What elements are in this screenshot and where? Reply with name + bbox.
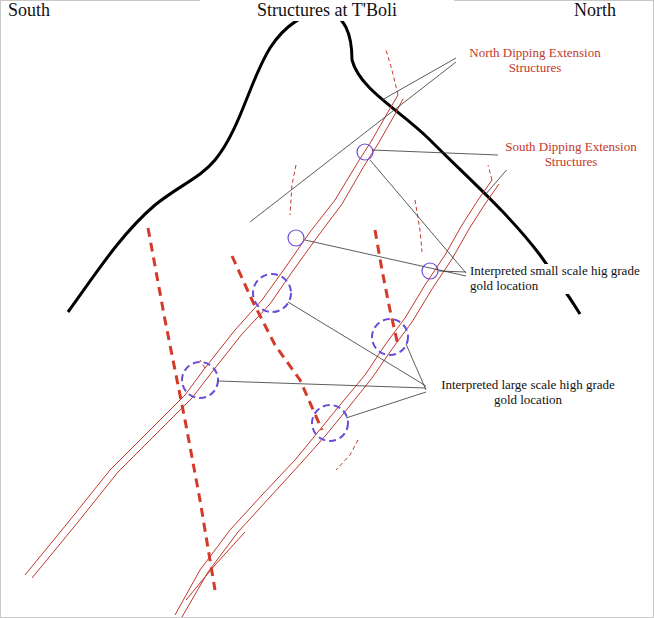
gold-label: Interpreted small scale hig grade gold l… [468, 264, 650, 294]
gold-locations [182, 144, 438, 441]
direction-label: North [574, 0, 616, 21]
gold-label: Interpreted large scale high grade gold … [428, 378, 628, 408]
leader-lines [218, 58, 510, 418]
structure-label: North Dipping Extension Structures [458, 46, 612, 76]
diagram-title: Structures at T'Boli [200, 0, 454, 21]
south-dipping-structures [148, 228, 398, 590]
direction-label: South [8, 0, 50, 21]
north-dipping-veins [25, 95, 499, 617]
structure-label: South Dipping Extension Structures [500, 140, 642, 170]
